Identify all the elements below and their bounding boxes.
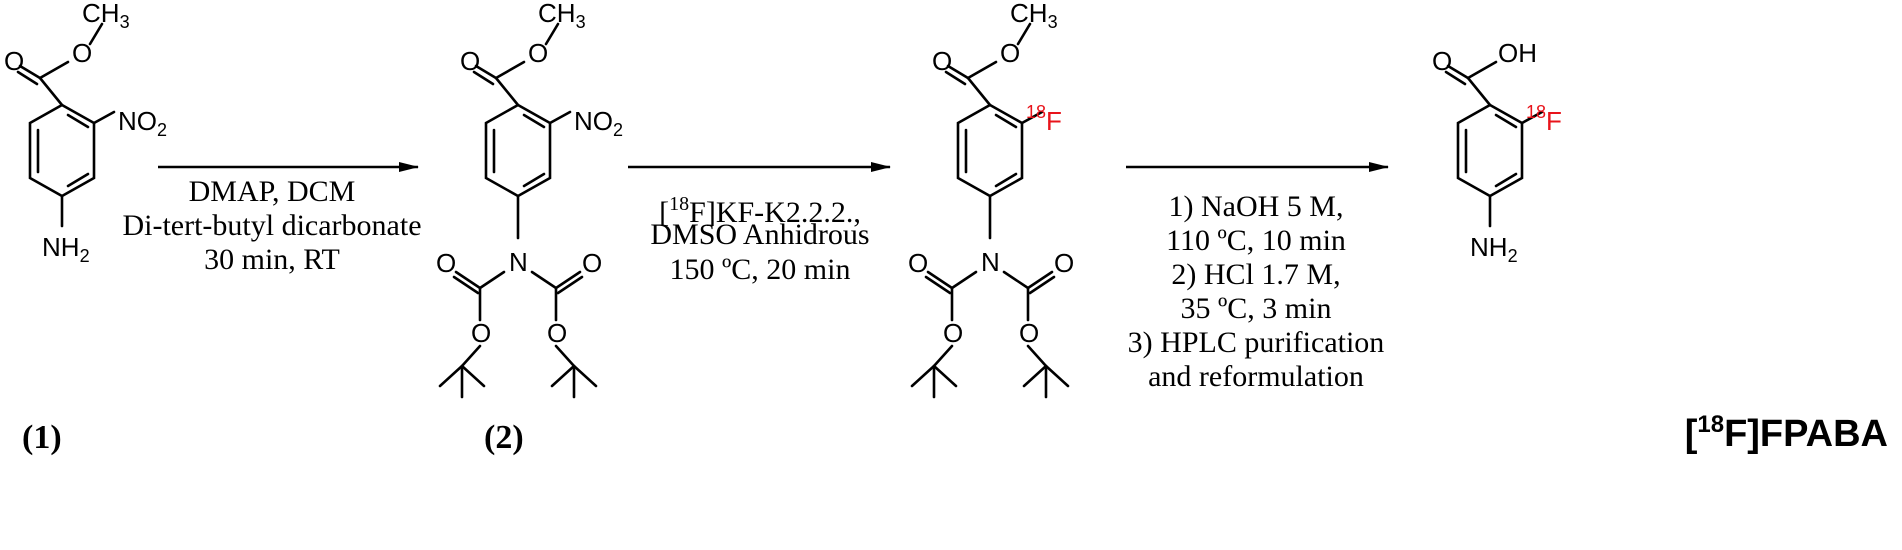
carbonyl-oxygen-label: O	[460, 46, 480, 76]
carbonyl-oxygen-label: O	[932, 46, 952, 76]
boc-nitrogen-label: N	[981, 247, 1000, 277]
step2-condition-1: [18F]KF-K2.2.2.,	[659, 193, 861, 229]
step3-condition-2: 110 ºC, 10 min	[1166, 224, 1346, 257]
boc-carbonyl-oxygen-right: O	[1054, 248, 1074, 278]
boc-ester-oxygen-right: O	[547, 318, 567, 348]
carbonyl-oxygen-label: O	[4, 46, 24, 76]
carbonyl-oxygen-label: O	[1432, 46, 1452, 76]
nitro-label: NO2	[118, 106, 167, 140]
boc-ester-oxygen-right: O	[1019, 318, 1039, 348]
step2-condition-3: 150 ºC, 20 min	[670, 253, 851, 286]
final-product-label: [18F]FPABA	[1685, 411, 1888, 455]
boc-ester-oxygen-left: O	[471, 318, 491, 348]
boc-ester-oxygen-left: O	[943, 318, 963, 348]
amine-label: NH2	[42, 232, 90, 266]
step1-condition-3: 30 min, RT	[204, 243, 340, 276]
fluorine-18-label: 18F	[1026, 102, 1062, 136]
step3-condition-3: 2) HCl 1.7 M,	[1171, 258, 1340, 291]
boc-nitrogen-label: N	[509, 247, 528, 277]
compound-2-label: (2)	[484, 419, 524, 456]
step1-condition-1: DMAP, DCM	[189, 175, 356, 208]
boc-carbonyl-oxygen-right: O	[582, 248, 602, 278]
methyl-label: CH3	[538, 0, 586, 32]
boc-carbonyl-oxygen-left: O	[436, 248, 456, 278]
ester-oxygen-label: O	[72, 38, 92, 68]
step3-condition-5: 3) HPLC purification	[1128, 326, 1385, 359]
fluorine-18-label: 18F	[1526, 102, 1562, 136]
methyl-label: CH3	[1010, 0, 1058, 32]
compound-2-structure: O O CH3 NO2 N O O O O	[436, 0, 623, 399]
final-product-structure: O OH 18F NH2	[1432, 38, 1562, 266]
nitro-label: NO2	[574, 106, 623, 140]
amine-label: NH2	[1470, 232, 1518, 266]
hydroxyl-label: OH	[1498, 38, 1537, 68]
step1-condition-2: Di-tert-butyl dicarbonate	[122, 209, 421, 242]
ester-oxygen-label: O	[1000, 38, 1020, 68]
ester-oxygen-label: O	[528, 38, 548, 68]
compound-1-label: (1)	[22, 419, 62, 456]
step3-condition-4: 35 ºC, 3 min	[1181, 292, 1332, 325]
step3-condition-6: and reformulation	[1148, 360, 1364, 393]
methyl-label: CH3	[82, 0, 130, 32]
step2-condition-2: DMSO Anhidrous	[650, 218, 869, 251]
boc-carbonyl-oxygen-left: O	[908, 248, 928, 278]
step3-condition-1: 1) NaOH 5 M,	[1169, 190, 1344, 223]
compound-1-structure: O O CH3 NO2 NH2	[4, 0, 167, 266]
compound-3-structure: O O CH3 18F N O O O O	[908, 0, 1074, 399]
